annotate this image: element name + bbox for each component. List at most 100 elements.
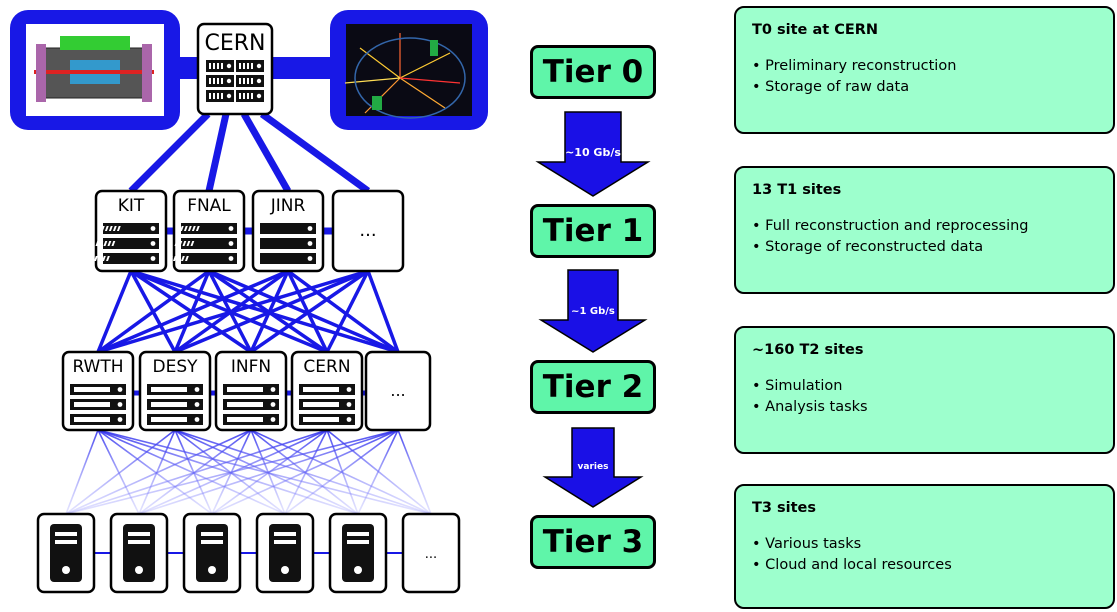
rack-slot bbox=[247, 93, 249, 99]
rack-slot bbox=[251, 93, 253, 99]
rack-slot bbox=[95, 241, 100, 246]
panel-item: Storage of raw data bbox=[752, 77, 1097, 98]
rack-slot bbox=[179, 226, 184, 231]
rack-led bbox=[256, 63, 262, 69]
rack-slot bbox=[108, 226, 113, 231]
rack-slot bbox=[251, 78, 253, 84]
drive-bay bbox=[55, 532, 77, 536]
rack-slot bbox=[74, 417, 110, 422]
rack-led bbox=[117, 417, 123, 422]
particle-track bbox=[399, 77, 461, 84]
tier2-tier3-link bbox=[97, 429, 140, 515]
more-box bbox=[331, 189, 405, 273]
rack-slot bbox=[112, 226, 117, 231]
rack-slot bbox=[227, 387, 263, 392]
tier3-workstation bbox=[109, 512, 169, 594]
more-box bbox=[364, 350, 432, 432]
rack-slot bbox=[247, 78, 249, 84]
rack-slot bbox=[38, 226, 43, 231]
tier2-site-rwth: RWTH bbox=[61, 350, 135, 432]
rack-led bbox=[228, 256, 234, 261]
rack-slot bbox=[151, 402, 187, 407]
arrow-shape bbox=[542, 427, 644, 508]
energy-deposit bbox=[430, 40, 438, 56]
tier1-tier2-link bbox=[96, 270, 133, 353]
tower-icon bbox=[196, 524, 228, 582]
tier2-tier3-link bbox=[357, 429, 399, 515]
server-rack bbox=[181, 223, 237, 234]
rack-slot bbox=[116, 226, 121, 231]
tier1-site-fnal: FNAL bbox=[90, 189, 246, 273]
rack-slot bbox=[185, 256, 189, 261]
more-label: ... bbox=[390, 381, 405, 400]
tier1-site-jinr: JINR bbox=[169, 189, 325, 273]
rack-slot bbox=[151, 387, 187, 392]
drive-bay bbox=[347, 532, 369, 536]
bandwidth-arrow: ~1 Gb/s bbox=[538, 269, 648, 353]
rack-slot bbox=[182, 241, 187, 246]
rack-led bbox=[307, 226, 313, 231]
rack-slot bbox=[209, 63, 211, 69]
power-button bbox=[62, 566, 70, 574]
rack-slot bbox=[20, 256, 24, 261]
rack-led bbox=[150, 241, 156, 246]
rack-slot bbox=[24, 256, 28, 261]
site-label: RWTH bbox=[72, 357, 123, 377]
rack-slot bbox=[251, 63, 253, 69]
tier2-tier3-link bbox=[174, 429, 213, 515]
particle-track bbox=[344, 77, 401, 84]
rack-led bbox=[346, 402, 352, 407]
site-label: JINR bbox=[270, 196, 306, 216]
rack-slot bbox=[29, 241, 34, 246]
tier2-tier3-link bbox=[174, 429, 432, 515]
tier1-tier2-link bbox=[96, 269, 211, 354]
tier2-more-sites: ... bbox=[364, 350, 432, 432]
rack-led bbox=[117, 402, 123, 407]
rack-slot bbox=[111, 241, 116, 246]
bandwidth-arrow: varies bbox=[542, 427, 644, 508]
tier0-cern-server: CERN bbox=[196, 22, 274, 116]
tier-0-label: Tier 0 bbox=[530, 45, 656, 99]
rack-slot bbox=[186, 241, 191, 246]
drive-bay bbox=[128, 532, 150, 536]
server-rack bbox=[103, 253, 159, 264]
rack-slot bbox=[187, 226, 192, 231]
rack-slot bbox=[12, 256, 16, 261]
more-label: ... bbox=[425, 547, 437, 562]
panel-item: Cloud and local resources bbox=[752, 555, 1097, 576]
rack-slot bbox=[221, 63, 223, 69]
power-button bbox=[354, 566, 362, 574]
rack-slot bbox=[247, 63, 249, 69]
tier2-tier3-link bbox=[65, 429, 99, 515]
power-button bbox=[208, 566, 216, 574]
tier2-site-cern: CERN bbox=[290, 350, 364, 432]
rack-slot bbox=[16, 256, 20, 261]
rack-led bbox=[256, 78, 262, 84]
tier1-tier2-link bbox=[97, 269, 369, 354]
drive-bay bbox=[274, 540, 296, 544]
rack-led bbox=[307, 241, 313, 246]
rack-led bbox=[150, 256, 156, 261]
tier2-tier3-link bbox=[65, 429, 399, 515]
rack-slot bbox=[303, 387, 339, 392]
arrow-label: varies bbox=[578, 462, 609, 472]
server-rack bbox=[260, 253, 316, 264]
rack-led bbox=[194, 402, 200, 407]
rack-slot bbox=[243, 93, 245, 99]
rack-slot bbox=[213, 93, 215, 99]
rack-slot bbox=[22, 226, 27, 231]
tier2-tier3-link bbox=[65, 429, 176, 515]
rack-slot bbox=[183, 226, 188, 231]
tier0-tier1-link bbox=[128, 111, 211, 194]
rack-led bbox=[226, 93, 232, 99]
tier2-tier3-link bbox=[65, 429, 328, 515]
rack-slot bbox=[107, 241, 112, 246]
particle-track bbox=[399, 52, 451, 79]
rack-slot bbox=[174, 241, 179, 246]
rack-led bbox=[194, 417, 200, 422]
tier-3-label: Tier 3 bbox=[530, 515, 656, 569]
rack-slot bbox=[90, 256, 94, 261]
tier3-more-sites: ... bbox=[401, 512, 461, 594]
